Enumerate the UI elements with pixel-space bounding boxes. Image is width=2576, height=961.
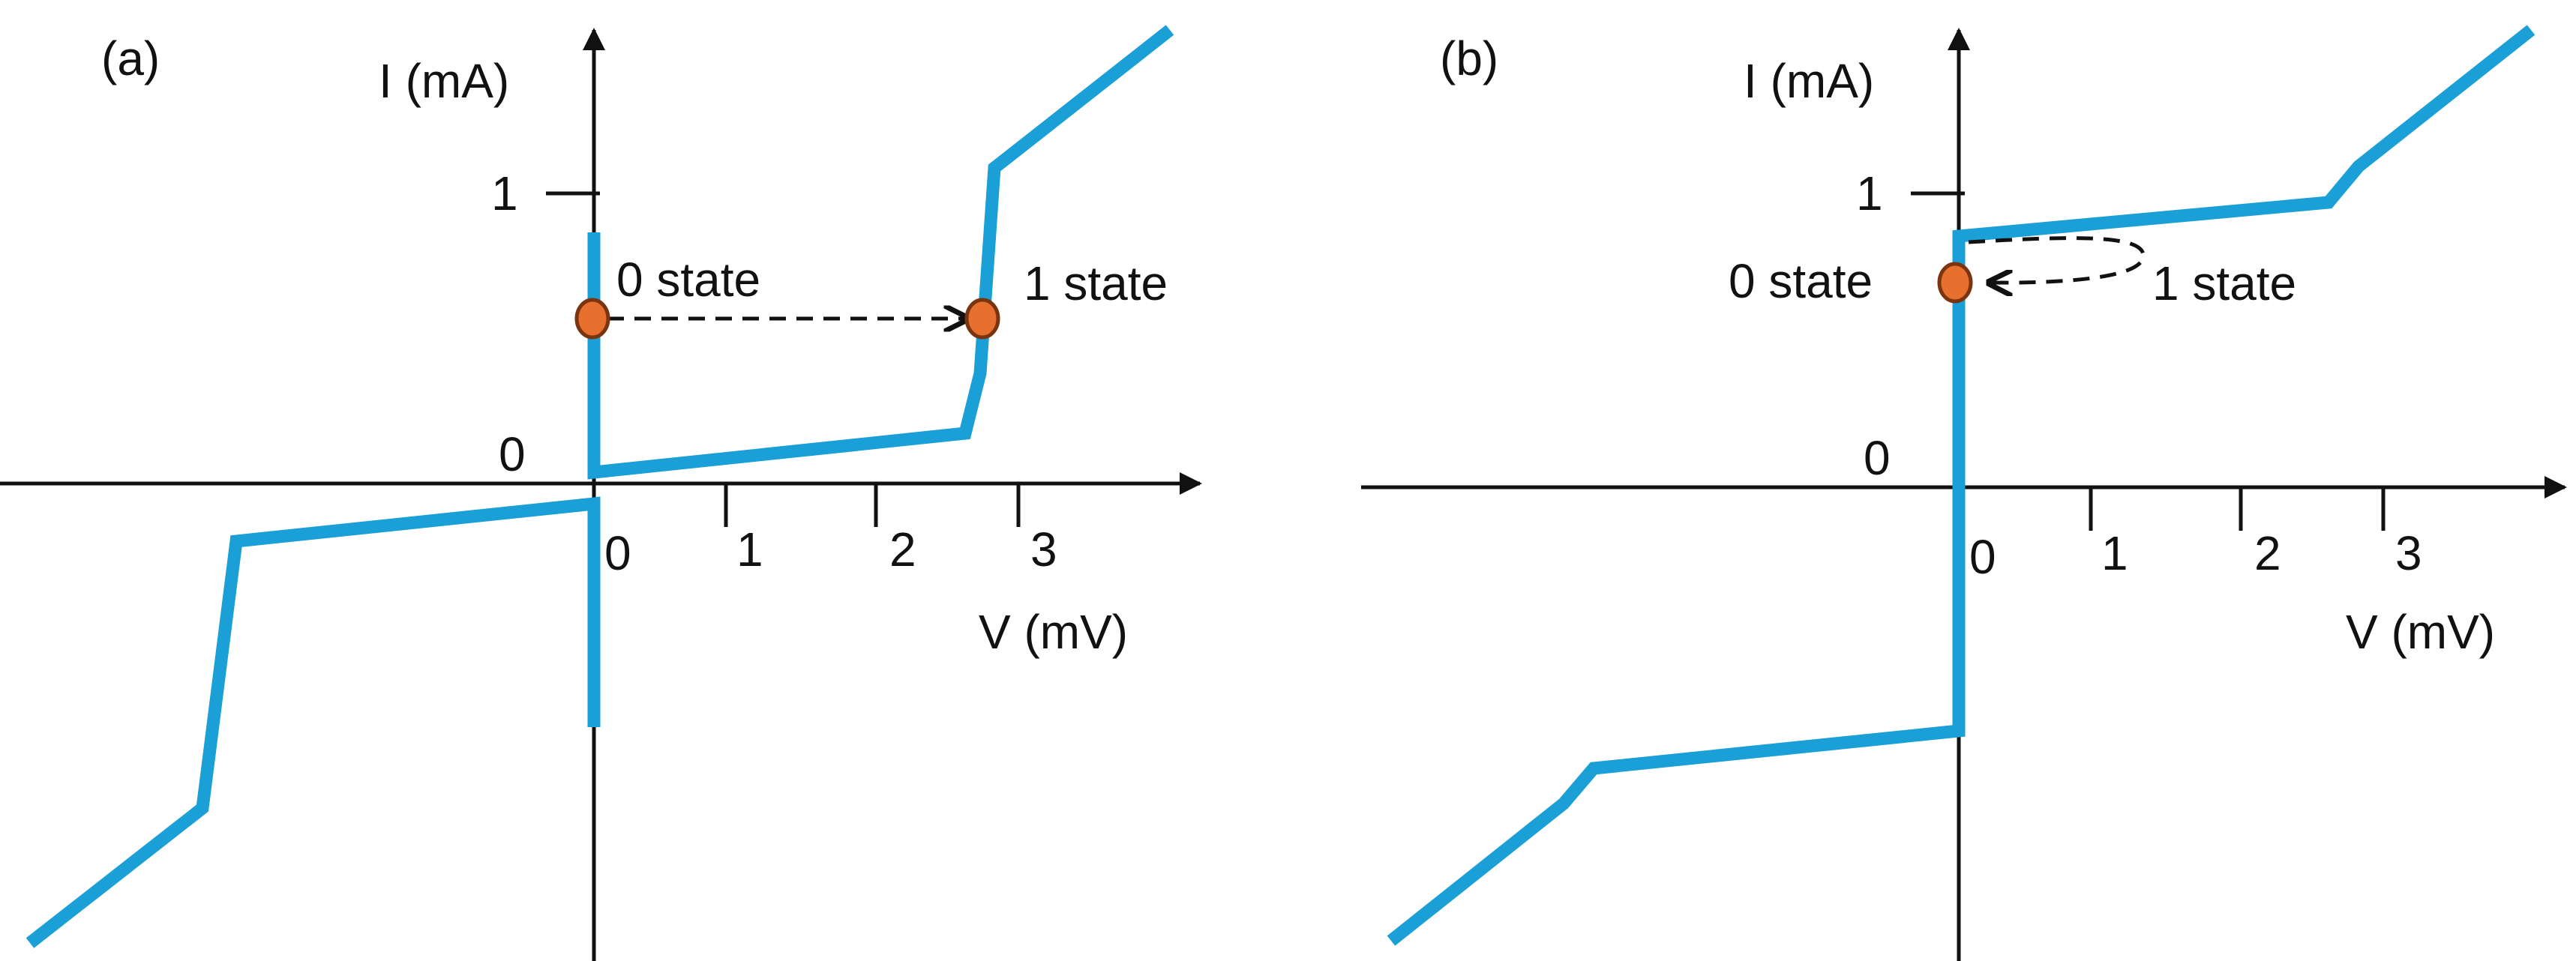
state-marker-0: [1937, 262, 1973, 304]
state-label-1: 1 state: [2152, 256, 2296, 310]
x-tick-label: 2: [889, 522, 916, 576]
y-tick-label: 1: [1856, 166, 1883, 220]
x-axis-label: V (mV): [2346, 605, 2495, 659]
iv-curve-lower: [25, 496, 601, 948]
panel-label: (b): [1440, 31, 1498, 85]
x-tick-label: 3: [2395, 526, 2422, 580]
y-tick-label: 0: [1864, 431, 1891, 485]
x-tick-label: 0: [604, 526, 631, 580]
state-marker-1: [964, 298, 1000, 340]
y-tick-label: 1: [491, 166, 518, 220]
transition-arrow: [1968, 236, 2146, 283]
x-tick-label: 1: [736, 522, 763, 576]
panel-label: (a): [101, 31, 160, 85]
x-tick-label: 2: [2254, 526, 2281, 580]
state-label-0: 0 state: [1729, 254, 1873, 308]
panel-a: (a) I (mA) V (mV) 1 0 0 1 2 3 0 state 1 …: [0, 25, 1202, 961]
state-label-1: 1 state: [1024, 256, 1168, 310]
iv-curve-upper: [587, 25, 1174, 480]
x-tick-label: 1: [2101, 526, 2128, 580]
x-tick-label: 3: [1030, 522, 1057, 576]
x-axis-label: V (mV): [979, 605, 1128, 659]
iv-curve-lower: [1387, 487, 1966, 946]
iv-curve-upper: [1952, 25, 2536, 487]
y-tick-label: 0: [499, 427, 526, 481]
y-axis-label: I (mA): [1744, 54, 1874, 108]
x-tick-label: 0: [1969, 530, 1996, 584]
panel-b: (b) I (mA) V (mV) 1 0 0 1 2 3 0 state 1 …: [1361, 25, 2567, 961]
state-marker-0: [574, 298, 610, 340]
y-axis-label: I (mA): [379, 54, 509, 108]
state-label-0: 0 state: [616, 253, 760, 307]
